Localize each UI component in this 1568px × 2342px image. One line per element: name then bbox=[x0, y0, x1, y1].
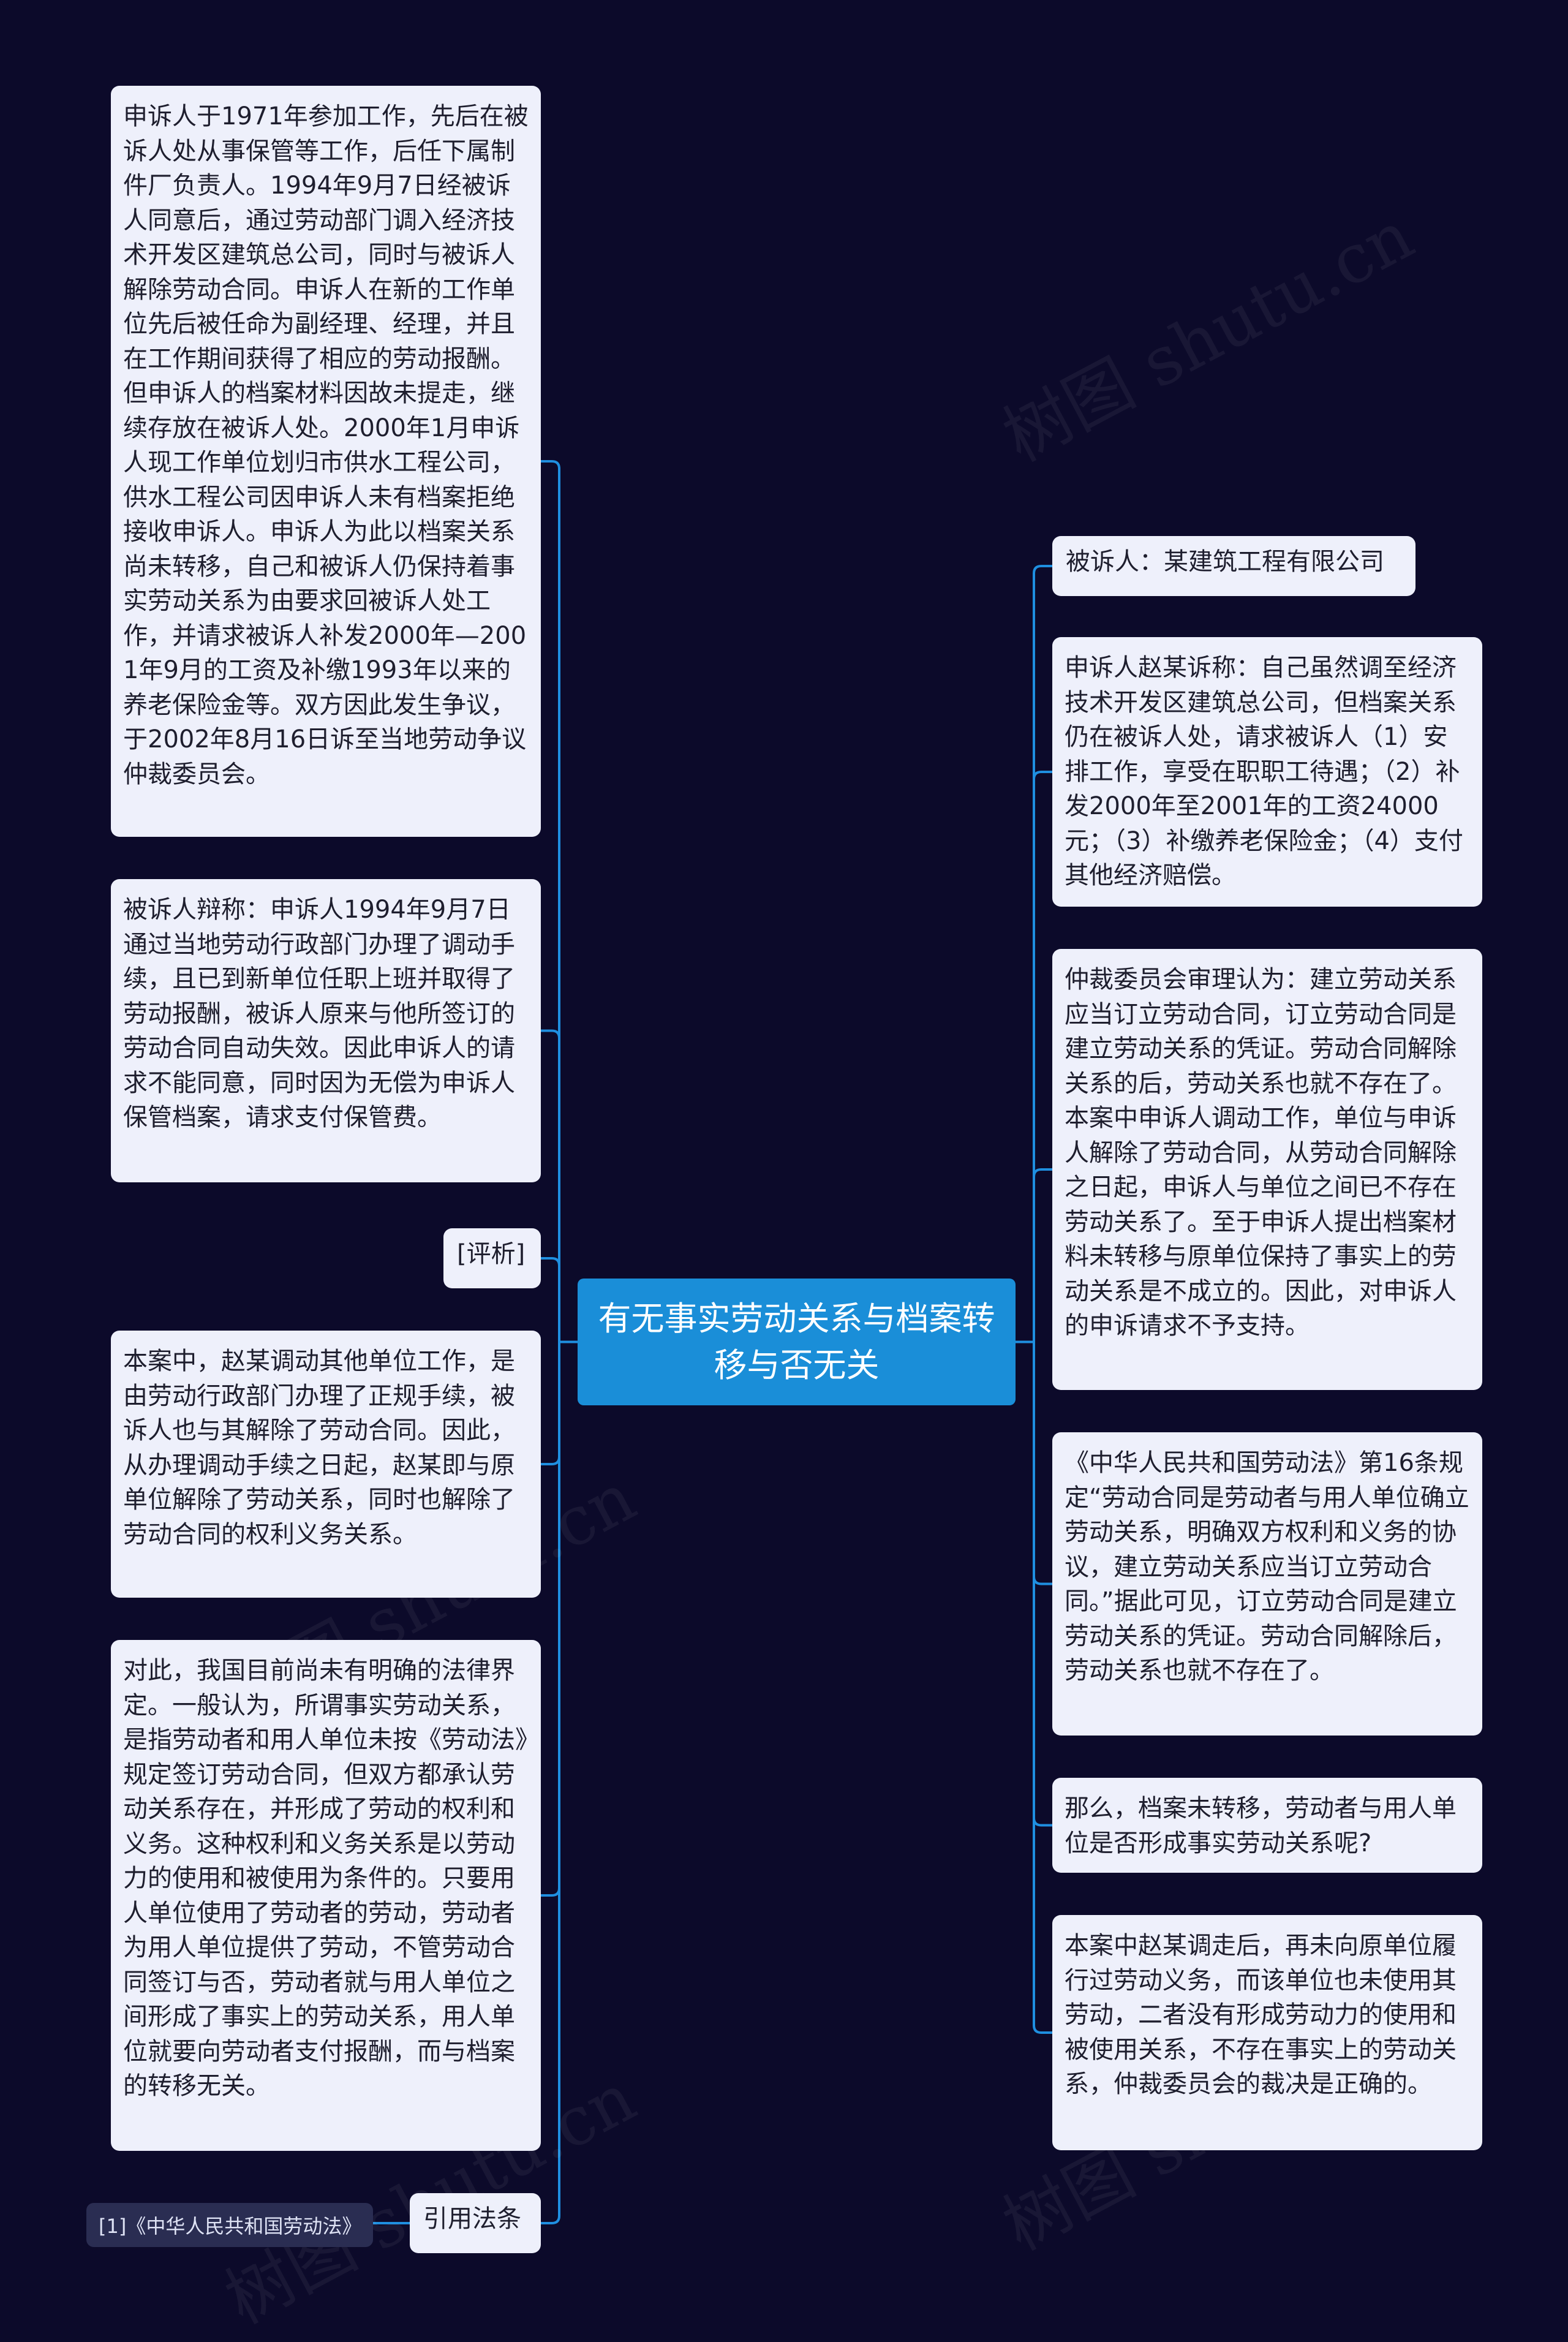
connector-R1 bbox=[1033, 771, 1052, 1342]
connector-L4 bbox=[541, 1342, 560, 1897]
connector-L0 bbox=[541, 460, 560, 1342]
left-node-analysis[interactable]: 本案中，赵某调动其他单位工作，是由劳动行政部门办理了正规手续，被诉人也与其解除了… bbox=[111, 1331, 541, 1598]
connector-R0 bbox=[1033, 565, 1052, 1342]
right-node-arbitration-ruling[interactable]: 仲裁委员会审理认为：建立劳动关系应当订立劳动合同，订立劳动合同是建立劳动关系的凭… bbox=[1052, 949, 1482, 1390]
right-node-labor-law-article[interactable]: 《中华人民共和国劳动法》第16条规定“劳动合同是劳动者与用人单位确立劳动关系，明… bbox=[1052, 1432, 1482, 1736]
left-node-legal-definition[interactable]: 对此，我国目前尚未有明确的法律界定。一般认为，所谓事实劳动关系，是指劳动者和用人… bbox=[111, 1640, 541, 2151]
connector-L3 bbox=[541, 1342, 560, 1465]
connector-L5 bbox=[541, 1342, 560, 2224]
cited-law-reference[interactable]: [1]《中华人民共和国劳动法》 bbox=[86, 2203, 373, 2247]
connector-L1 bbox=[541, 1029, 560, 1342]
left-node-commentary-label[interactable]: [评析] bbox=[443, 1228, 541, 1288]
left-node-cited-law-label[interactable]: 引用法条 bbox=[410, 2193, 541, 2253]
right-node-claim[interactable]: 申诉人赵某诉称：自己虽然调至经济技术开发区建筑总公司，但档案关系仍在被诉人处，请… bbox=[1052, 637, 1482, 907]
central-topic[interactable]: 有无事实劳动关系与档案转移与否无关 bbox=[578, 1279, 1016, 1405]
right-node-conclusion[interactable]: 本案中赵某调走后，再未向原单位履行过劳动义务，而该单位也未使用其劳动，二者没有形… bbox=[1052, 1915, 1482, 2150]
left-node-respondent-defense[interactable]: 被诉人辩称：申诉人1994年9月7日通过当地劳动行政部门办理了调动手续，且已到新… bbox=[111, 879, 541, 1182]
right-node-respondent[interactable]: 被诉人：某建筑工程有限公司 bbox=[1052, 536, 1415, 596]
connector-L2 bbox=[541, 1257, 560, 1342]
connector-R5 bbox=[1033, 1342, 1052, 2034]
connector-R3 bbox=[1033, 1342, 1052, 1585]
connector-R2 bbox=[1033, 1168, 1052, 1342]
left-node-case-facts[interactable]: 申诉人于1971年参加工作，先后在被诉人处从事保管等工作，后任下属制件厂负责人。… bbox=[111, 86, 541, 837]
right-node-question[interactable]: 那么，档案未转移，劳动者与用人单位是否形成事实劳动关系呢? bbox=[1052, 1778, 1482, 1873]
